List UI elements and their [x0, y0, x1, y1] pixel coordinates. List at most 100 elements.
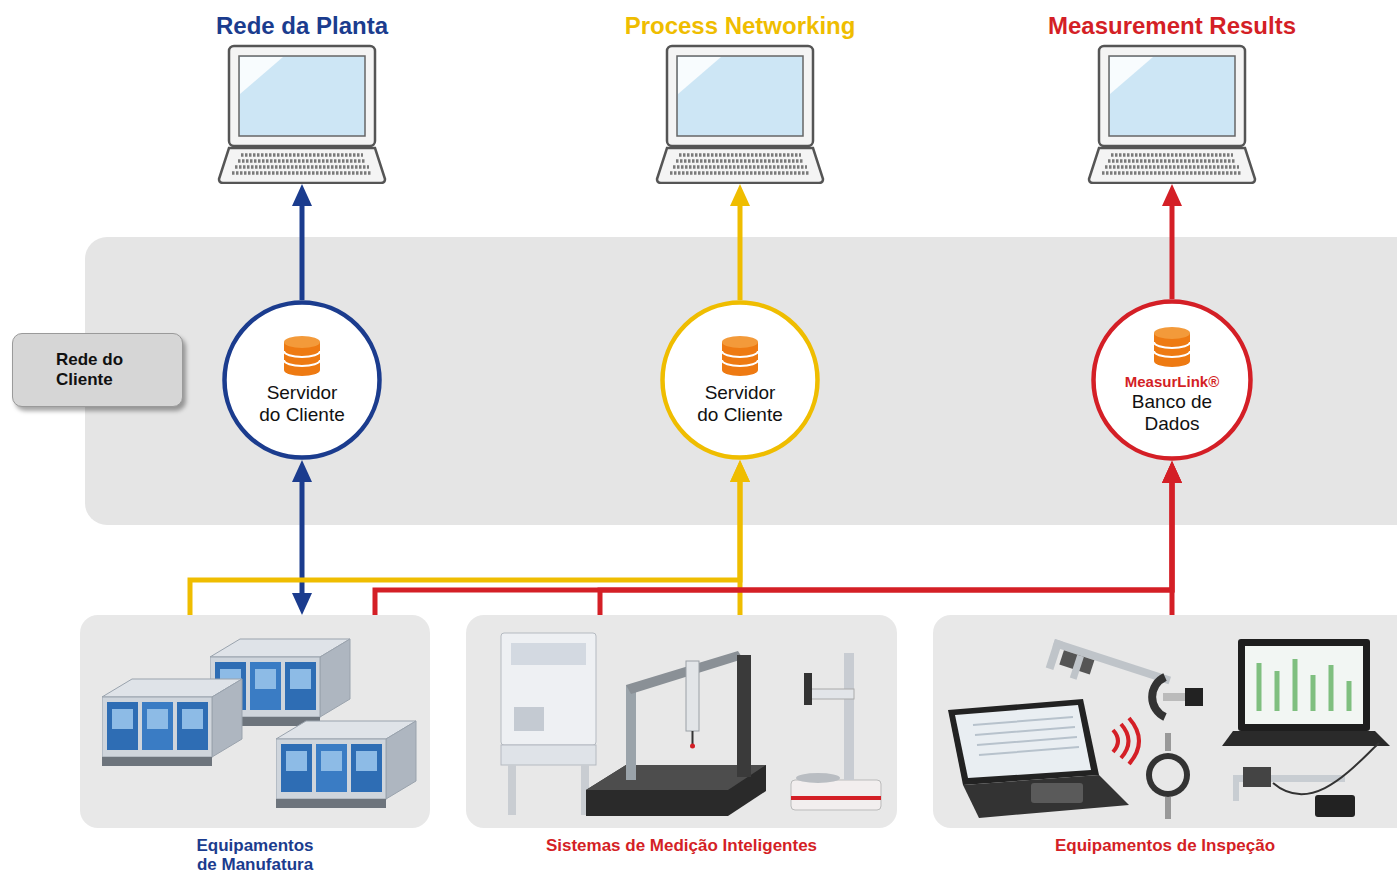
micrometer-figure: [1185, 688, 1203, 706]
product-logo: MeasurLink®: [1125, 373, 1219, 391]
machine-figure: [276, 721, 416, 808]
network-band: Rede do ClienteServidor do ClienteServid…: [85, 237, 1397, 525]
connector-arrow: [300, 196, 305, 300]
laptop-figure: [955, 705, 1091, 778]
vision-machine: [514, 707, 544, 731]
connector-arrow: [738, 196, 743, 300]
server-outline: [663, 303, 818, 458]
cmm-machine: [586, 651, 766, 816]
connector-arrow: [190, 472, 740, 615]
network-tag: Rede do Cliente: [12, 333, 183, 407]
laptop-title: Measurement Results: [1048, 12, 1296, 40]
inspection-tools: [933, 615, 1397, 828]
machine-figure: [102, 639, 416, 808]
caliper-figure: [1053, 639, 1172, 684]
dial-indicator: [1146, 753, 1190, 797]
form-tester: [808, 689, 854, 699]
dial-indicator: [1152, 759, 1184, 791]
vision-machine: [508, 765, 516, 815]
vision-machine: [501, 745, 596, 765]
wireless-symbol: [1113, 718, 1139, 764]
cmm-machine: [626, 651, 743, 694]
server-circle: MeasurLink®Banco de Dados: [1091, 299, 1253, 461]
laptop-figure: [1238, 639, 1370, 731]
server-label: Servidor do Cliente: [693, 382, 788, 426]
laptop-figure: [973, 717, 1079, 755]
laptop-icon: [217, 44, 387, 184]
cmm-machine: [737, 655, 751, 777]
panel-caption: Equipamentos de Inspeção: [1055, 836, 1275, 855]
form-tester: [804, 673, 812, 705]
server-outline: [225, 303, 380, 458]
laptop-icon: [1087, 44, 1257, 184]
equipment-panel-ground: [466, 615, 897, 828]
cmm-machine: [626, 685, 636, 780]
database-icon: [1154, 327, 1190, 367]
connector-arrow: [1170, 473, 1175, 615]
dial-indicator: [1165, 797, 1171, 819]
equipment-panel: Sistemas de Medição Inteligentes: [466, 615, 897, 855]
panel-caption: Sistemas de Medição Inteligentes: [546, 836, 817, 855]
laptop-node: Measurement Results: [1012, 12, 1332, 184]
laptop-figure: [1222, 731, 1390, 746]
caliper-figure: [1046, 639, 1063, 670]
laptop-figure: [1245, 646, 1363, 724]
laptop-icon: [655, 44, 825, 184]
vision-machine: [511, 643, 586, 665]
form-tester: [844, 653, 854, 780]
laptop-figure: [963, 775, 1129, 818]
connector-arrow: [1170, 196, 1175, 299]
caliper-figure: [1243, 767, 1271, 787]
server-label: Servidor do Cliente: [255, 382, 350, 426]
laptop-icon: [1089, 46, 1255, 183]
form-tester: [791, 780, 881, 810]
laptop-node: Rede da Planta: [142, 12, 462, 184]
laptop-icon: [657, 46, 823, 183]
caliper-figure: [1233, 775, 1239, 801]
server-circle: Servidor do Cliente: [222, 300, 382, 460]
laptop-figure: [1031, 783, 1083, 803]
equipment-panel-ground: [80, 615, 430, 828]
vision-machine: [501, 633, 596, 815]
machine-figure: [102, 679, 242, 766]
wireless-symbol: [1113, 718, 1139, 764]
cmm-machine: [686, 661, 699, 731]
connector-arrow: [375, 473, 1172, 615]
laptop-figure: [948, 699, 1099, 785]
database-icon: [284, 336, 320, 376]
caliper-figure: [1273, 743, 1379, 794]
dial-indicator: [1165, 733, 1171, 751]
laptop-icon: [219, 46, 385, 183]
laptop-title: Process Networking: [625, 12, 856, 40]
cmm-machine: [692, 731, 694, 745]
laptop-figure: [1259, 659, 1349, 711]
laptop-title: Rede da Planta: [216, 12, 388, 40]
database-icon: [718, 334, 762, 378]
cmm-machine: [690, 744, 695, 749]
laptop-figure: [948, 699, 1129, 818]
dial-indicator: [1146, 733, 1190, 819]
server-outline: [222, 300, 382, 460]
form-tester: [796, 773, 840, 783]
panel-caption: Equipamentos de Manufatura: [190, 836, 320, 874]
caliper-figure: [1070, 655, 1084, 680]
band-label: Rede do Cliente: [56, 350, 146, 390]
server-circle: Servidor do Cliente: [660, 300, 820, 460]
micrometer-figure: [1152, 677, 1203, 717]
server-label: Banco de Dados: [1125, 391, 1220, 435]
measuring-systems: [466, 615, 897, 828]
server-outline: [660, 300, 820, 460]
database-icon: [722, 336, 758, 376]
connector-arrow: [600, 473, 1172, 615]
caliper-figure: [1315, 795, 1355, 817]
database-icon: [280, 334, 324, 378]
vision-machine: [501, 633, 596, 745]
connector-arrow: [738, 472, 743, 615]
laptop-node: Process Networking: [580, 12, 900, 184]
form-tester: [791, 796, 881, 800]
equipment-panel: Equipamentos de Inspeção: [933, 615, 1397, 855]
connector-arrow: [300, 472, 305, 603]
form-tester: [791, 653, 881, 810]
caliper-figure: [1233, 743, 1379, 817]
